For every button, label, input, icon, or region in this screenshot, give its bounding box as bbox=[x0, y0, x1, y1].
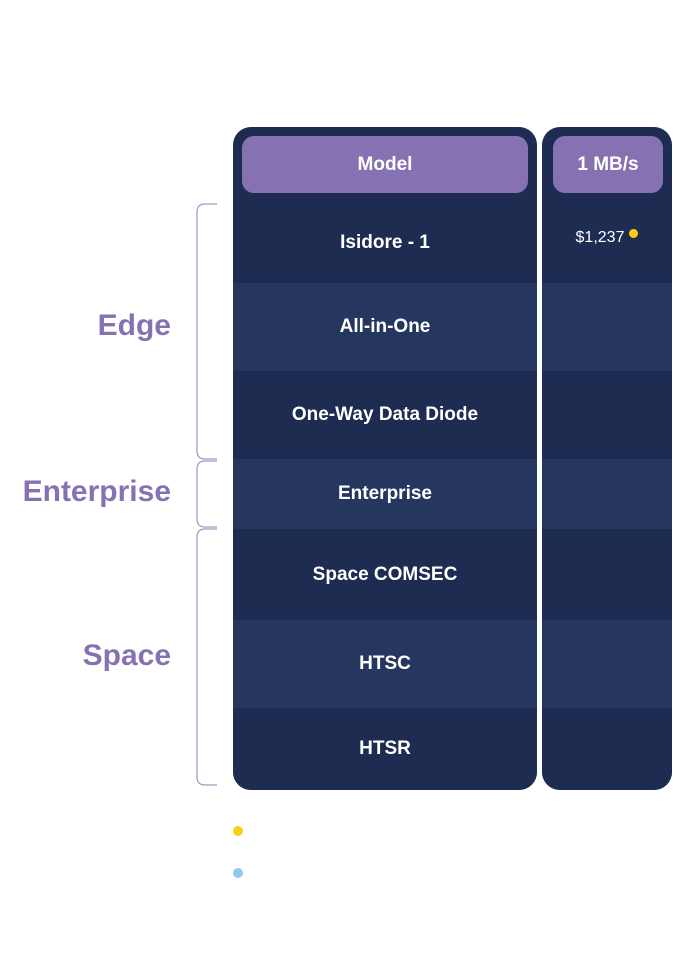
price-column-header: 1 MB/s bbox=[553, 136, 663, 193]
price-cell-one-way-data-diode bbox=[542, 371, 672, 459]
edge-brace bbox=[196, 203, 217, 460]
group-label-edge: Edge bbox=[97, 309, 171, 342]
price-cell-htsr bbox=[542, 708, 672, 790]
legend-yellow-dot-icon bbox=[233, 826, 243, 836]
model-row-isidore-1: Isidore - 1 bbox=[233, 203, 537, 283]
model-row-enterprise: Enterprise bbox=[233, 459, 537, 529]
price-cell-enterprise bbox=[542, 459, 672, 529]
yellow-dot-icon bbox=[629, 229, 639, 238]
group-label-space: Space bbox=[82, 639, 171, 672]
model-row-htsc: HTSC bbox=[233, 620, 537, 708]
model-row-all-in-one: All-in-One bbox=[233, 283, 537, 371]
price-cell-isidore-1: $1,237 bbox=[542, 203, 672, 283]
model-row-space-comsec: Space COMSEC bbox=[233, 529, 537, 620]
price-cell-htsc bbox=[542, 620, 672, 708]
legend-blue-dot-icon bbox=[233, 868, 243, 878]
price-value: $1,237 bbox=[575, 229, 625, 246]
space-brace bbox=[196, 528, 217, 786]
price-cell-space-comsec bbox=[542, 529, 672, 620]
model-row-htsr: HTSR bbox=[233, 708, 537, 790]
model-column-header: Model bbox=[242, 136, 528, 193]
model-row-one-way-data-diode: One-Way Data Diode bbox=[233, 371, 537, 459]
enterprise-brace bbox=[196, 460, 217, 528]
model-column: Model Isidore - 1 All-in-One One-Way Dat… bbox=[233, 127, 537, 790]
price-cell-all-in-one bbox=[542, 283, 672, 371]
price-column: 1 MB/s $1,237 bbox=[542, 127, 672, 790]
group-label-enterprise: Enterprise bbox=[22, 475, 171, 508]
